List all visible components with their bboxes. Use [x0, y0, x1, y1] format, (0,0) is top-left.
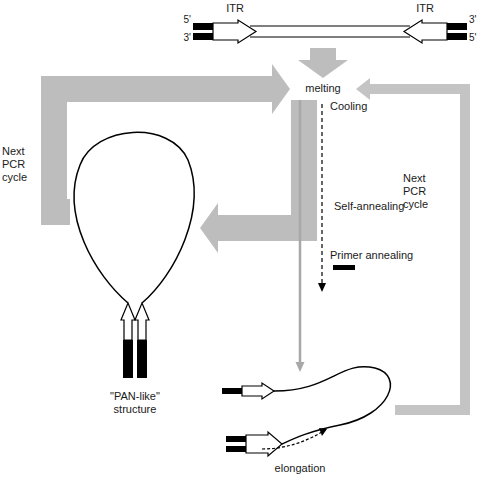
arrow-head — [356, 78, 370, 100]
node-text: "PAN-like" structure — [100, 390, 170, 416]
arrow-head — [296, 362, 305, 372]
elongation-drawing — [222, 367, 390, 456]
step-label: Cooling — [330, 100, 400, 113]
node-text: 5' — [175, 13, 191, 26]
structure-node: "PAN-like" structure — [70, 118, 200, 423]
node-text: 3' — [469, 13, 485, 26]
dna-molecule: ITR ITR 5' 3' 3' 5' — [175, 0, 485, 48]
node-text: melting — [290, 82, 356, 95]
node-text: elongation — [250, 462, 350, 475]
itr-block — [226, 446, 246, 452]
itr-block — [193, 23, 213, 30]
arrow-head — [318, 283, 326, 292]
arrow-head — [319, 428, 327, 436]
dna-strand — [250, 25, 410, 26]
itr-block — [123, 340, 133, 378]
dashed-line — [321, 104, 322, 284]
itr-block — [226, 436, 246, 442]
connector-group — [296, 100, 305, 372]
step-label: Primer annealing — [330, 249, 450, 262]
itr-arrow — [121, 303, 135, 340]
single-strand — [272, 367, 390, 444]
itr-arrow — [213, 20, 256, 43]
flow-arrow — [217, 100, 304, 228]
arrow-head — [298, 60, 348, 78]
dna-strand — [250, 36, 410, 37]
stage-node: melting — [290, 78, 356, 100]
itr-arrow — [246, 432, 282, 456]
connector-group — [356, 78, 465, 410]
itr-block — [447, 33, 467, 40]
flow-arrow — [299, 100, 302, 363]
node-text: ITR — [218, 2, 252, 15]
primer-symbol — [222, 388, 242, 394]
itr-block — [137, 340, 147, 378]
itr-block — [447, 23, 467, 30]
connector-group — [298, 48, 348, 78]
edge-label: Next PCR cycle — [403, 172, 443, 211]
itr-arrow — [135, 303, 149, 340]
pan-like-drawing — [74, 132, 194, 378]
edge-label: Next PCR cycle — [2, 145, 38, 184]
single-strand-loop — [74, 132, 194, 303]
node-text: 5' — [469, 31, 485, 44]
flow-arrow — [310, 48, 336, 61]
primer-symbol — [333, 265, 355, 270]
itr-arrow — [404, 20, 447, 43]
itr-block — [193, 33, 213, 40]
cooling-arrow — [318, 104, 326, 292]
new-strand — [262, 432, 322, 449]
node-text: ITR — [408, 2, 442, 15]
stage-node: elongation — [205, 372, 395, 480]
itr-arrow — [242, 383, 274, 399]
arrow-head — [272, 64, 290, 114]
flow-arrow — [54, 89, 273, 212]
arrow-head — [200, 203, 218, 253]
connector-group — [200, 100, 304, 253]
node-text: 3' — [175, 31, 191, 44]
connector-group — [54, 64, 290, 212]
dna-molecule-drawing — [193, 20, 467, 43]
